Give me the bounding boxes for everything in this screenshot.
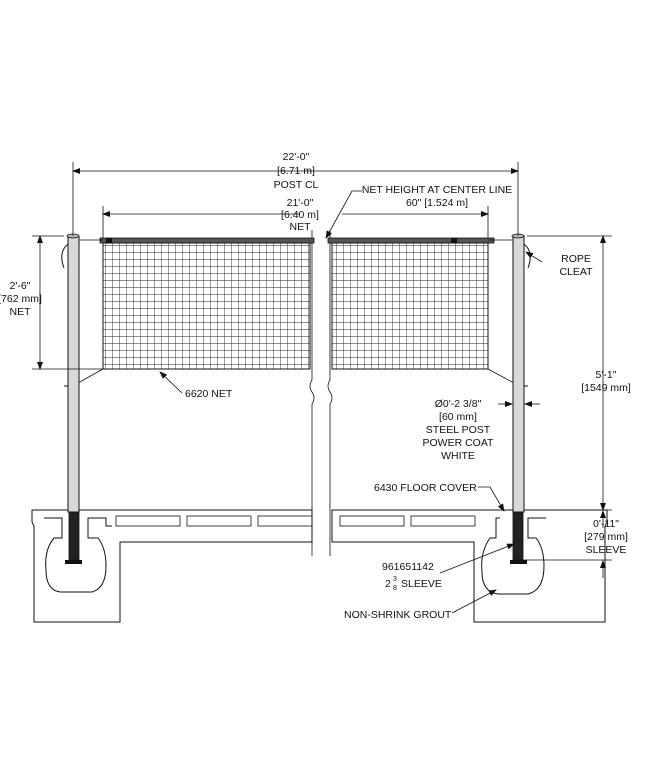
sleeve-depth-label: 0'-11" [279 mm] SLEEVE [584, 518, 628, 556]
sleeve-size-whole: 2 [385, 578, 391, 590]
net-callout: 6620 NET [185, 388, 233, 400]
rope-cleat-line2: CLEAT [559, 266, 593, 278]
post-height-dim: 5'-1" [596, 369, 617, 381]
post-finish: POWER COAT [423, 437, 495, 449]
sleeve-part-number: 961651142 [382, 561, 434, 573]
net-mesh [74, 237, 515, 384]
post-cl-metric: [6.71 m] [277, 165, 315, 177]
post-diameter: Ø0'-2 3/8" [435, 398, 482, 410]
net-depth-metric: [762 mm] [0, 293, 42, 305]
grout-callout: NON-SHRINK GROUT [344, 609, 452, 621]
floor-cover-callout: 6430 FLOOR COVER [374, 482, 477, 494]
sleeve-depth-dim: 0'-11" [593, 518, 619, 530]
post-cl-dim: 22'-0" [283, 151, 310, 163]
net-width-metric: [6.40 m] [281, 209, 319, 221]
rope-cleat-line1: ROPE [561, 253, 591, 265]
post-cl-label: POST CL [274, 179, 319, 191]
dim-net-width-label: 21'-0" [6.40 m] NET [281, 197, 319, 233]
post-height-metric: [1549 mm] [581, 382, 631, 394]
net-depth-dim: 2'-6" [10, 280, 31, 292]
center-break-line [309, 230, 333, 556]
sleeve-word: SLEEVE [401, 578, 442, 590]
net-height-title: NET HEIGHT AT CENTER LINE [362, 184, 512, 196]
post-material: STEEL POST [426, 424, 491, 436]
sleeve-size-denominator: 8 [393, 585, 397, 592]
sleeve-size-numerator: 3 [393, 576, 397, 583]
left-post [61, 233, 82, 564]
net-depth-label: NET [10, 306, 32, 318]
dim-post-cl-label: 22'-0" [6.71 m] POST CL [274, 151, 319, 191]
sleeve-depth-metric: [279 mm] [584, 531, 628, 543]
post-callout: Ø0'-2 3/8" [60 mm] STEEL POST POWER COAT… [423, 398, 495, 462]
net-width-dim: 21'-0" [287, 197, 314, 209]
net-height-label: NET HEIGHT AT CENTER LINE 60" [1.524 m] [362, 184, 512, 209]
rope-cleat-label: ROPE CLEAT [559, 253, 593, 278]
sleeve-callout: 961651142 2 3 8 SLEEVE [382, 561, 442, 592]
right-post [510, 233, 531, 564]
net-width-label: NET [290, 221, 312, 233]
dimension-lines [32, 162, 612, 614]
post-height-label: 5'-1" [1549 mm] [581, 369, 631, 394]
post-color: WHITE [441, 450, 475, 462]
net-depth-label: 2'-6" [762 mm] NET [0, 280, 42, 318]
post-diameter-metric: [60 mm] [439, 411, 477, 423]
net-height-value: 60" [1.524 m] [406, 197, 468, 209]
sleeve-depth-label: SLEEVE [586, 544, 627, 556]
